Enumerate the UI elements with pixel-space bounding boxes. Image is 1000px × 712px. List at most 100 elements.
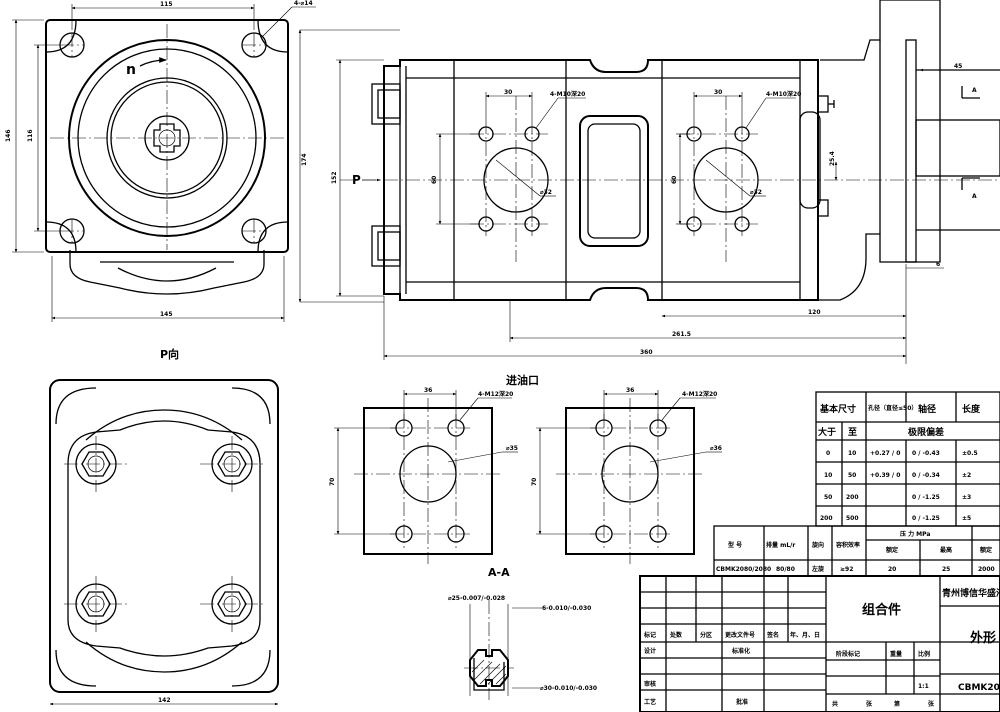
tap-left: 4-M10深20 (550, 90, 585, 98)
tol-r1-shaft: 0 / -0.34 (912, 472, 940, 479)
inlet-right-phi: ⌀36 (710, 445, 722, 452)
tb-standard: 标准化 (731, 647, 750, 655)
tol-r1-hole: +0.39 / 0 (870, 472, 900, 479)
tb-count: 处数 (669, 631, 683, 639)
tol-h-length: 长度 (962, 403, 981, 415)
dim-152: 152 (331, 171, 338, 184)
section-aa: A-A ⌀25-0.007/-0.028 6-0.010/-0.030 ⌀30-… (448, 566, 597, 700)
inlet-left-36: 36 (424, 387, 432, 394)
inlet-ports: 进油口 36 4-M12深20 70 ⌀35 36 4-M12深20 70 (329, 373, 722, 564)
tol-sub-to: 至 (848, 427, 857, 438)
section-aa-title: A-A (488, 566, 510, 579)
tb-process: 工艺 (644, 698, 656, 706)
section-mark-bottom: A (972, 193, 977, 200)
tb-stage: 阶段标记 (836, 650, 860, 658)
dim-60-right: 60 (671, 176, 678, 184)
spec-model: CBMK2080/2080 (716, 566, 771, 573)
tol-r1-gt: 10 (824, 472, 832, 479)
dim-115: 115 (160, 1, 173, 8)
dim-30-left: 30 (504, 89, 512, 96)
dim-45: 45 (954, 63, 962, 70)
aa-dim-3: ⌀30-0.010/-0.030 (540, 685, 597, 692)
inlet-title: 进油口 (506, 373, 539, 387)
dim-174: 174 (301, 153, 308, 166)
dim-60-left: 60 (431, 176, 438, 184)
tol-sub-limit: 极限偏差 (908, 426, 944, 438)
dim-116: 116 (27, 129, 34, 142)
tol-r2-shaft: 0 / -1.25 (912, 494, 940, 501)
rotation-label: n (126, 62, 136, 78)
tb-view: 外形 (969, 630, 996, 646)
inlet-left-70: 70 (329, 478, 336, 486)
spec-h-dir: 旋向 (811, 541, 824, 549)
tb-page: 第 (893, 700, 900, 708)
tol-r3-to: 500 (846, 515, 859, 522)
dim-261-5: 261.5 (672, 331, 691, 338)
p-view: P向 142 (49, 347, 279, 706)
spec-disp: 80/80 (776, 566, 795, 573)
tb-sheet: 张 (928, 700, 935, 708)
tb-total: 共 (832, 700, 838, 708)
dim-30-right: 30 (714, 89, 722, 96)
tol-r1-len: ±2 (962, 472, 971, 479)
spec-h-max: 最高 (940, 546, 952, 554)
spec-h-pressure: 压 力 MPa (900, 530, 930, 538)
spec-h-model: 型 号 (728, 541, 742, 549)
tb-assembly: 组合件 (862, 602, 901, 618)
spec-dir: 左旋 (811, 565, 824, 573)
tb-review: 审核 (644, 680, 656, 688)
spec-h-disp: 排量 mL/r (766, 541, 795, 549)
p-arrow-label: P (352, 173, 361, 187)
tol-r2-len: ±3 (962, 494, 971, 501)
tb-scale: 比例 (918, 650, 930, 658)
inlet-right-70: 70 (531, 478, 538, 486)
tol-h-basic: 基本尺寸 (819, 403, 856, 415)
tol-r2-to: 200 (846, 494, 859, 501)
spec-eff: ≥92 (840, 566, 853, 573)
tb-weight: 重量 (890, 650, 902, 658)
inlet-left-tap: 4-M12深20 (478, 390, 513, 398)
tolerance-table: 基本尺寸 孔径（直径≤50） 轴径 长度 大于 至 极限偏差 0 10 +0.2… (815, 391, 1000, 527)
spec-speed: 2000 (978, 566, 995, 573)
section-hatch (471, 659, 507, 685)
dim-360: 360 (640, 349, 653, 356)
tol-r0-len: ±0.5 (962, 450, 978, 457)
spec-max: 25 (942, 566, 950, 573)
tb-date: 年、月、日 (790, 631, 820, 639)
title-block: 标记 处数 分区 更改文件号 签名 年、月、日 设计 标准化 审核 工艺 批准 … (639, 575, 1000, 712)
tb-sheets: 张 (866, 700, 873, 708)
dim-4-phi14: 4-⌀14 (294, 0, 313, 7)
aa-dim-1: ⌀25-0.007/-0.028 (448, 595, 505, 602)
tb-scale-value: 1:1 (918, 683, 929, 690)
inlet-left-phi: ⌀35 (506, 445, 518, 452)
side-view: P 174 152 30 4-M10深20 30 4-M10深20 60 60 … (298, 0, 1000, 364)
spec-h-eff: 容积效率 (835, 541, 860, 549)
spec-h-rated: 额定 (886, 546, 898, 554)
tol-r0-to: 10 (848, 450, 856, 457)
tol-sub-gt: 大于 (818, 426, 836, 438)
tb-change: 更改文件号 (725, 631, 755, 639)
tb-part-no: CBMK208 (958, 683, 1000, 693)
tb-sign: 签名 (766, 631, 779, 639)
tb-zone: 分区 (700, 631, 712, 639)
phi32-left: ⌀32 (540, 189, 552, 196)
tol-r0-gt: 0 (826, 450, 830, 457)
tol-r3-shaft: 0 / -1.25 (912, 515, 940, 522)
inlet-right-36: 36 (626, 387, 634, 394)
dim-25-4: 25.4 (829, 151, 836, 166)
tol-r3-gt: 200 (820, 515, 833, 522)
phi32-right: ⌀32 (750, 189, 762, 196)
tap-right: 4-M10深20 (766, 90, 801, 98)
tb-company: 青州博信华盛液 (942, 587, 1000, 599)
dim-142: 142 (158, 697, 171, 704)
section-mark-top: A (972, 87, 977, 94)
spec-table: 型 号 排量 mL/r 旋向 容积效率 压 力 MPa 额定 最高 额定 CBM… (713, 525, 1000, 577)
front-view: n 115 4-⌀14 146 116 145 (5, 0, 316, 322)
tol-r2-gt: 50 (824, 494, 832, 501)
inlet-right-tap: 4-M12深20 (682, 390, 717, 398)
tol-h-hole: 孔径（直径≤50） (868, 404, 917, 412)
spec-rated: 20 (888, 566, 896, 573)
tol-r1-to: 50 (848, 472, 856, 479)
dim-120: 120 (808, 309, 821, 316)
